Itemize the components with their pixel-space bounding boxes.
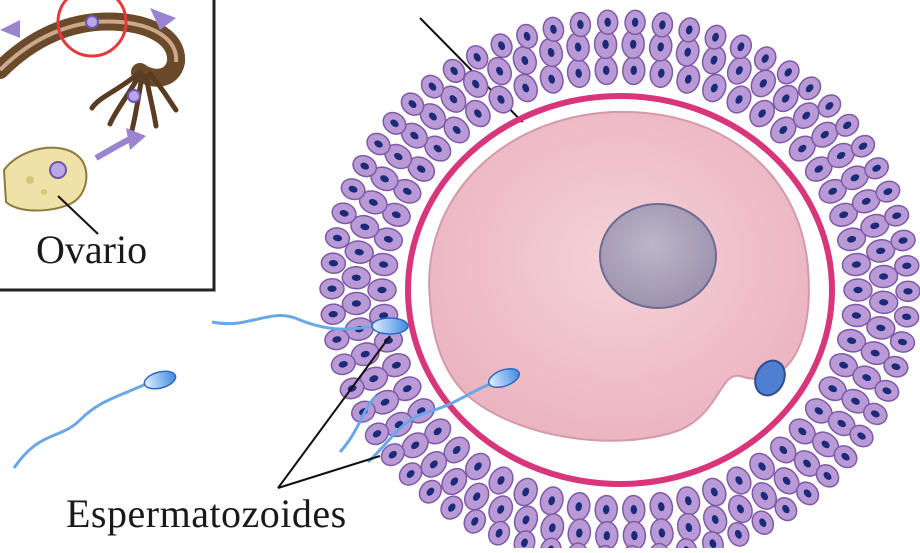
egg-highlighted — [86, 16, 98, 28]
sperm-head — [372, 318, 408, 334]
sperm-head — [142, 368, 177, 392]
ovary-label: Ovario — [36, 226, 147, 273]
oocyte-nucleus — [600, 204, 716, 308]
ovary-follicle — [50, 162, 66, 178]
corona-cell-nucleus — [903, 288, 912, 294]
ovary-follicle — [26, 176, 34, 184]
sperm — [14, 368, 178, 468]
ovary-follicle — [41, 189, 47, 195]
corona-cell-nucleus — [327, 285, 336, 291]
corona-cell-nucleus — [853, 287, 862, 293]
corona-cell-nucleus — [377, 287, 386, 293]
sperm-leader-line — [278, 456, 380, 488]
sperm-label: Espermatozoides — [66, 490, 347, 537]
egg-in-tube — [128, 90, 140, 102]
